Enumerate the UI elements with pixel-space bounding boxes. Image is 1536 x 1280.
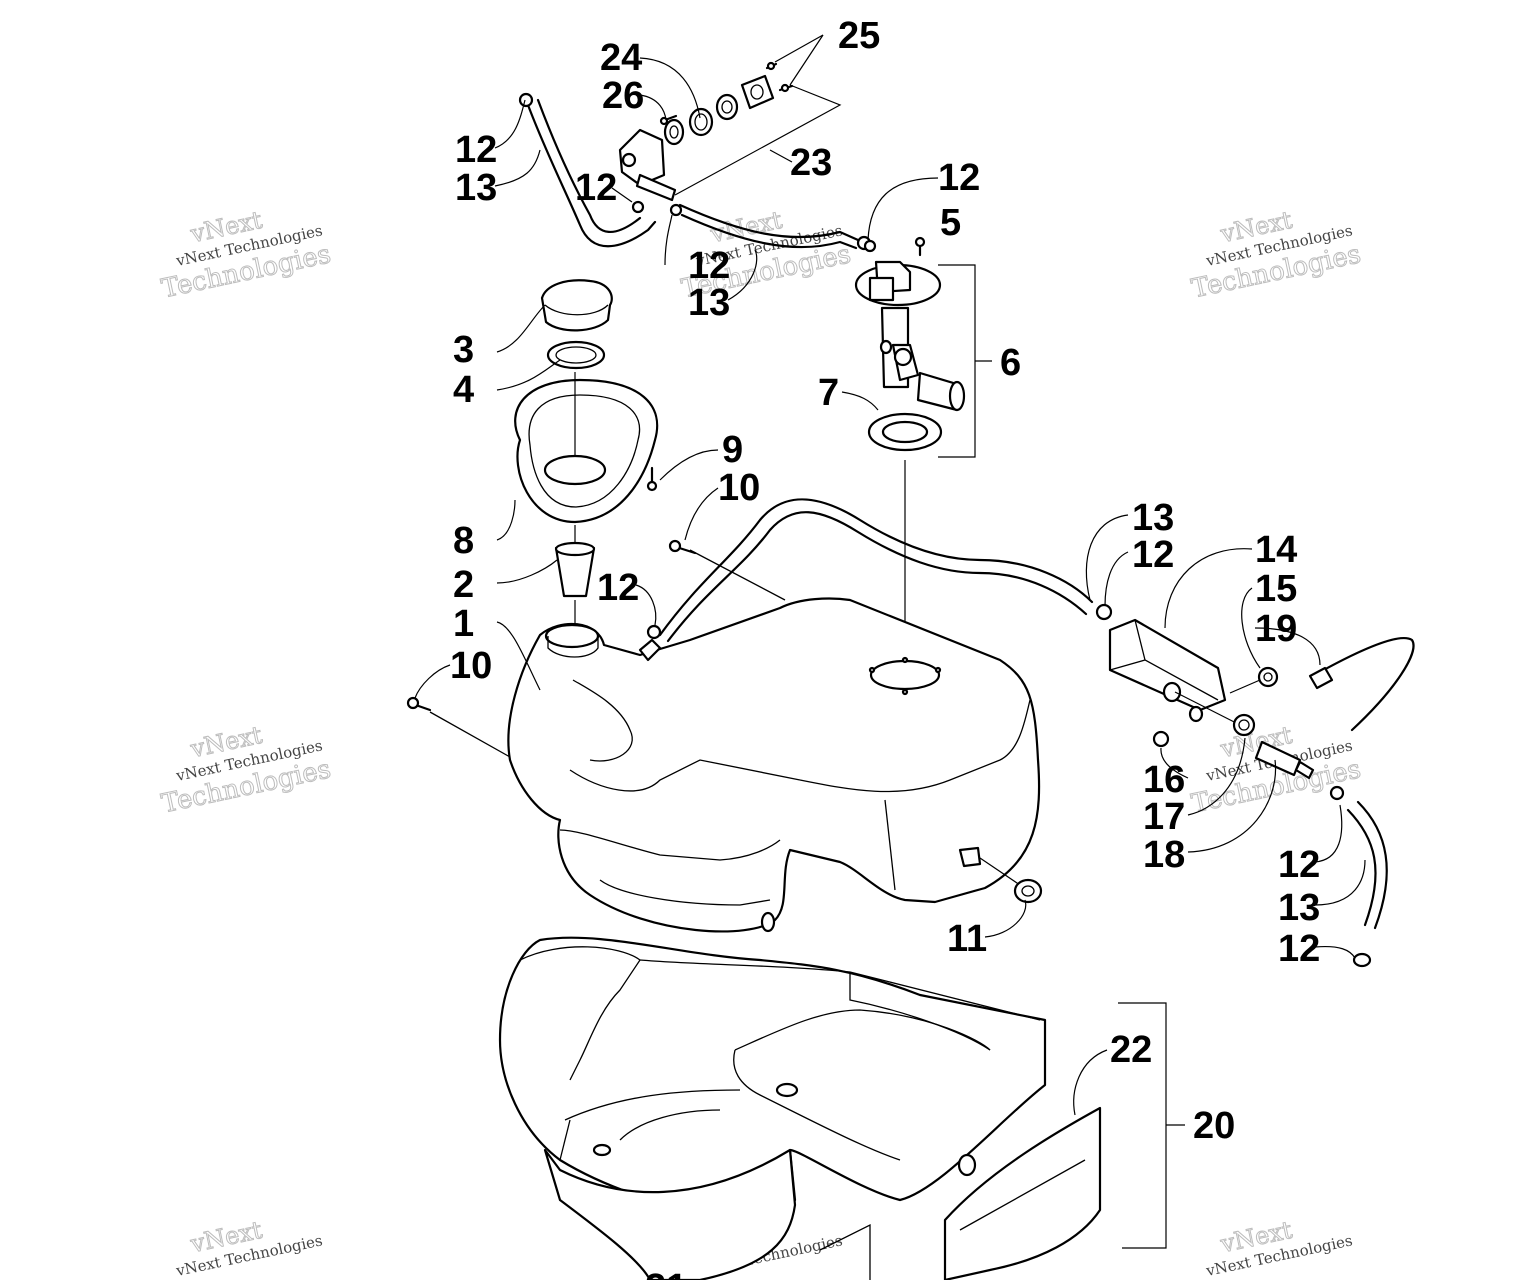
callout-13: 13 <box>1132 497 1174 539</box>
watermark: vNext vNext Technologies Technologies <box>678 205 854 305</box>
callout-12: 12 <box>938 157 980 199</box>
callout-2: 2 <box>453 564 474 606</box>
callout-10: 10 <box>450 645 492 687</box>
callout-21: 21 <box>645 1267 687 1280</box>
callout-12: 12 <box>688 245 730 287</box>
grommet <box>979 857 1043 904</box>
callout-17: 17 <box>1143 796 1185 838</box>
callout-12: 12 <box>1132 534 1174 576</box>
callout-12: 12 <box>1278 928 1320 970</box>
watermark: vNext vNext Technologies Technologies <box>1188 205 1364 305</box>
callout-10: 10 <box>718 467 760 509</box>
watermark: vNext vNext Technologies Technologies <box>158 720 334 820</box>
callout-12: 12 <box>597 567 639 609</box>
callout-12: 12 <box>575 167 617 209</box>
callout-labels: 25 24 26 12 13 12 23 12 5 12 13 3 6 4 7 … <box>450 15 1320 1280</box>
callout-20: 20 <box>1193 1105 1235 1147</box>
bolts <box>406 539 786 758</box>
callout-25: 25 <box>838 15 880 57</box>
callout-3: 3 <box>453 329 474 371</box>
callout-9: 9 <box>722 429 743 471</box>
watermark: vNext vNext Technologies Technologies <box>158 205 334 305</box>
callout-26: 26 <box>602 75 644 117</box>
callout-8: 8 <box>453 520 474 562</box>
callout-7: 7 <box>818 372 839 414</box>
fuel-pump-assembly <box>854 236 992 660</box>
fuel-tank <box>507 597 1041 933</box>
callout-14: 14 <box>1255 529 1297 571</box>
callout-18: 18 <box>1143 834 1185 876</box>
callout-22: 22 <box>1110 1029 1152 1071</box>
callout-15: 15 <box>1255 568 1297 610</box>
callout-16: 16 <box>1143 759 1185 801</box>
callout-6: 6 <box>1000 342 1021 384</box>
callout-4: 4 <box>453 369 474 411</box>
callout-5: 5 <box>940 202 961 244</box>
watermark: vNext vNext Technologies <box>174 1215 324 1280</box>
callout-23: 23 <box>790 142 832 184</box>
callout-13: 13 <box>1278 887 1320 929</box>
callout-12: 12 <box>455 129 497 171</box>
leader-lines <box>414 34 1366 1116</box>
callout-24: 24 <box>600 37 642 79</box>
callout-13: 13 <box>688 282 730 324</box>
callout-1: 1 <box>453 603 474 645</box>
callout-13: 13 <box>455 167 497 209</box>
callout-12: 12 <box>1278 844 1320 886</box>
callout-19: 19 <box>1255 608 1297 650</box>
fuel-valve-assembly <box>518 61 877 253</box>
watermark: vNext vNext Technologies <box>1204 1215 1354 1280</box>
canister-group <box>1108 618 1415 968</box>
skid-plate <box>498 936 1185 1280</box>
vent-hose <box>646 498 1113 643</box>
callout-11: 11 <box>947 918 987 960</box>
filler-cap-group <box>514 279 659 625</box>
